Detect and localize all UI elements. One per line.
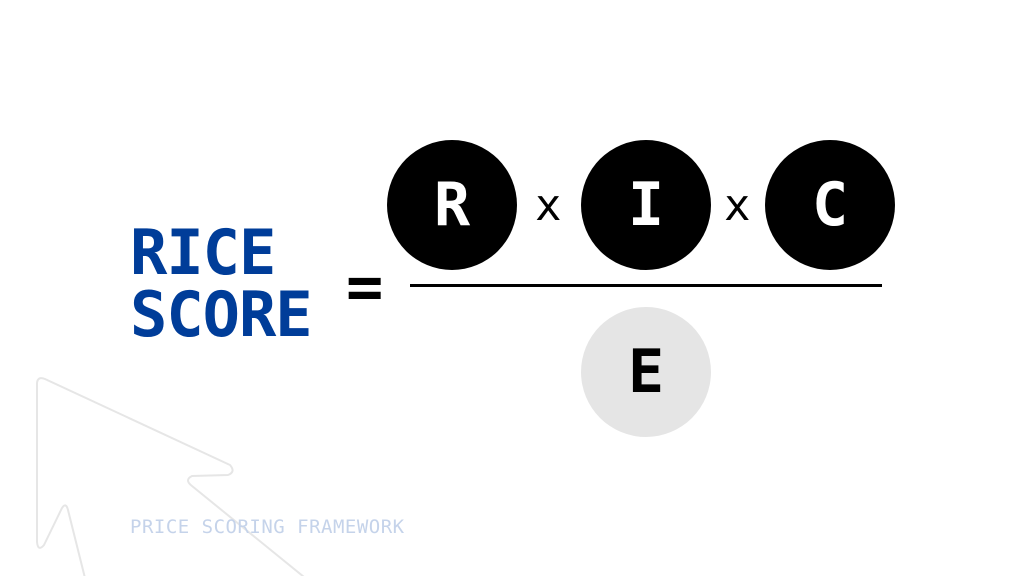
title-rice: RICE [130,216,276,289]
equals-sign: = [346,250,384,323]
footer-caption: PRICE SCORING FRAMEWORK [130,516,405,538]
circle-impact: I [581,140,711,270]
title-score: SCORE [130,278,313,351]
fraction-bar [410,284,882,287]
multiply-sign: x [535,180,562,231]
circle-effort: E [581,307,711,437]
circle-reach: R [387,140,517,270]
multiply-sign: x [724,180,751,231]
circle-confidence: C [765,140,895,270]
